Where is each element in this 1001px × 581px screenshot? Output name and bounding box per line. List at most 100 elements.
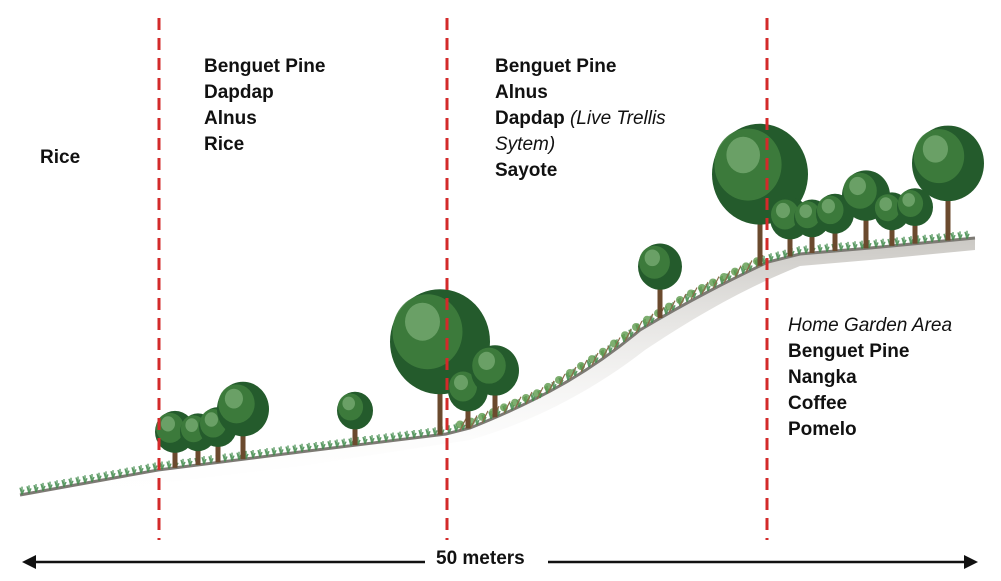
grass-tuft xyxy=(390,432,396,441)
grass-tuft xyxy=(222,453,228,462)
species-text: Pomelo xyxy=(788,419,857,440)
zone-4-line: Nangka xyxy=(788,365,952,391)
tree-canopy-light xyxy=(161,416,175,432)
grass-tuft xyxy=(124,467,130,476)
species-text: Rice xyxy=(40,147,81,168)
grass-tuft xyxy=(166,460,172,469)
tree-canopy-light xyxy=(799,204,812,219)
species-text: Alnus xyxy=(204,108,257,129)
trellis-stake xyxy=(635,320,643,334)
grass-tuft xyxy=(397,431,403,440)
tree-canopy-light xyxy=(204,412,219,427)
zone-4-line: Pomelo xyxy=(788,417,952,443)
grass-tuft xyxy=(110,470,116,479)
grass-tuft xyxy=(936,233,942,242)
tree-canopy-light xyxy=(185,418,198,432)
grass-tuft xyxy=(817,244,823,253)
tree-canopy-light xyxy=(776,202,790,219)
trellis-stake xyxy=(525,391,533,405)
tree-canopy-light xyxy=(224,388,243,409)
grass-tuft xyxy=(201,456,207,465)
species-text: Home Garden Area xyxy=(788,315,953,336)
species-text: Benguet Pine xyxy=(788,341,910,362)
trellis-stake xyxy=(514,396,522,409)
grass-tuft xyxy=(138,465,144,474)
grass-tuft xyxy=(54,480,60,489)
grass-tuft xyxy=(845,241,851,251)
zone-4-line: Coffee xyxy=(788,391,952,417)
trellis-stake xyxy=(701,281,709,295)
grass-tuft xyxy=(768,253,774,262)
trellis-stake xyxy=(558,373,566,387)
trellis-stake xyxy=(580,359,588,373)
trellis-stake xyxy=(613,337,621,350)
grass-tuft xyxy=(75,476,81,485)
trees xyxy=(155,123,984,468)
tree-canopy-light xyxy=(726,136,760,174)
trellis-stake xyxy=(734,265,742,278)
zone-3-line: Benguet Pine xyxy=(495,54,666,80)
tree-trunk xyxy=(912,208,918,244)
grass-tuft xyxy=(334,439,340,448)
zone-4-line: Benguet Pine xyxy=(788,339,952,365)
grass-tuft xyxy=(418,429,424,438)
grass-tuft xyxy=(530,393,536,402)
grass-tuft xyxy=(432,427,438,436)
tree-canopy-light xyxy=(644,249,660,267)
grass-tuft xyxy=(838,242,844,251)
grass-tuft xyxy=(292,444,298,453)
trellis-stake xyxy=(591,352,599,366)
grass-tuft xyxy=(341,438,347,447)
species-text: Dapdap xyxy=(495,108,565,129)
hillside-ground xyxy=(19,236,976,505)
trellis-stake xyxy=(459,418,467,431)
grass-tuft xyxy=(313,442,319,451)
species-text: Benguet Pine xyxy=(495,56,617,77)
zone-2-line: Alnus xyxy=(204,106,325,132)
grass-tuft xyxy=(229,452,235,461)
zone-4-line: Home Garden Area xyxy=(788,313,952,339)
trellis-stake xyxy=(745,260,753,273)
scale-arrow-right-head xyxy=(964,555,978,569)
trellis-stake xyxy=(668,300,676,313)
tree-canopy-light xyxy=(821,198,835,214)
grass-tuft xyxy=(68,477,74,487)
grass-tuft xyxy=(873,239,879,248)
grass-tuft xyxy=(257,449,263,458)
grass-tuft xyxy=(957,231,963,240)
grass-tuft xyxy=(285,445,291,454)
trellis-stake xyxy=(712,276,720,289)
tree-canopy-light xyxy=(922,135,949,163)
grass-tuft xyxy=(411,429,417,439)
grass-tuft xyxy=(264,448,270,457)
tree-canopy-light xyxy=(405,302,440,341)
grass-tuft xyxy=(26,485,32,494)
tree-canopy-light xyxy=(879,197,892,211)
trellis-stake xyxy=(569,366,577,380)
species-text: Sytem) xyxy=(495,134,556,155)
grass-tuft xyxy=(894,237,900,246)
grass-tuft xyxy=(782,249,788,259)
tree-trunk xyxy=(657,268,663,318)
grass-tuft xyxy=(901,236,907,246)
grass-tuft xyxy=(320,441,326,450)
grass-tuft xyxy=(103,471,109,480)
trellis-stake xyxy=(679,293,687,307)
trellis-stake xyxy=(470,415,478,428)
grass-tuft xyxy=(250,449,256,459)
species-text: Nangka xyxy=(788,367,857,388)
species-text: Rice xyxy=(204,134,245,155)
grass-tuft xyxy=(306,442,312,452)
zone-1-species-label: Rice xyxy=(40,145,80,171)
grass-tuft xyxy=(33,484,39,493)
tree-canopy-light xyxy=(849,176,866,196)
grass-tuft xyxy=(19,486,25,495)
grass-tuft xyxy=(383,433,389,442)
zone-2-line: Rice xyxy=(204,132,325,158)
grass-tuft xyxy=(852,241,858,250)
trellis-stake xyxy=(547,380,555,394)
grass-tuft xyxy=(327,440,333,449)
grass-tuft xyxy=(775,251,781,260)
trellis-stake xyxy=(690,287,698,300)
